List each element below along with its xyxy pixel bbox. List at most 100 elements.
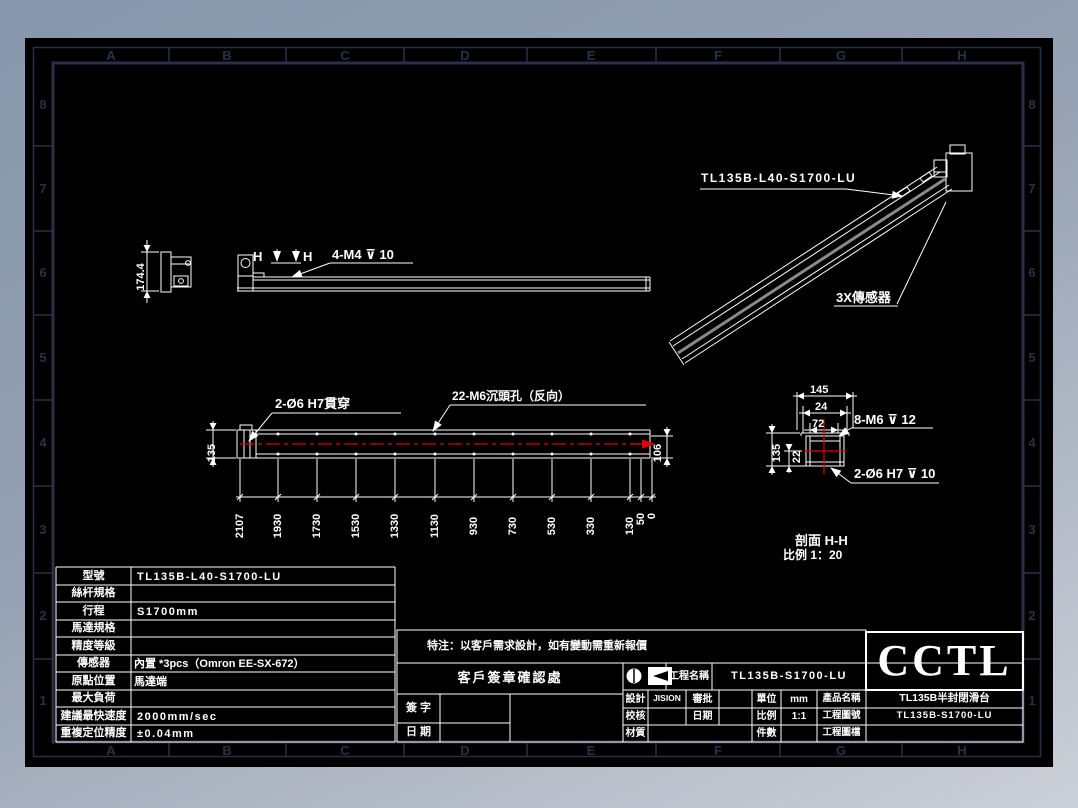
section-dim-145: 145 (810, 384, 829, 396)
section-caption-scale: 比例 1：20 (783, 548, 843, 562)
ruler-col-bottom: F (714, 743, 722, 758)
ruler-row-left: 1 (39, 693, 47, 708)
ruler-col-bottom: H (957, 743, 967, 758)
ruler-row-left: 7 (39, 181, 47, 196)
qty-label: 件數 (756, 728, 777, 739)
spec-value: S1700mm (137, 606, 199, 618)
unit-label: 單位 (756, 693, 777, 705)
approver-label: 審批 (692, 693, 713, 705)
spec-label: 建議最快速度 (60, 709, 127, 722)
spec-label: 精度等級 (71, 639, 116, 652)
unit-value: mm (790, 693, 808, 705)
ruler-col-bottom: E (586, 743, 596, 758)
plan-counterbore-note: 22-M6沉頭孔（反向） (452, 389, 571, 403)
iso-part-label: TL135B-L40-S1700-LU (701, 171, 857, 185)
spec-label: 行程 (82, 604, 105, 617)
ruler-row-left: 2 (39, 608, 47, 623)
ruler-row-right: 8 (1028, 97, 1036, 112)
ruler-col-bottom: G (835, 743, 847, 758)
spec-label: 型號 (82, 569, 105, 582)
side-height-dim: 174.4 (135, 263, 147, 291)
ruler-col-bottom: A (106, 743, 116, 758)
title-area-grid (396, 629, 1024, 743)
chain-dim: 730 (507, 516, 519, 536)
drawing-sheet (25, 38, 1053, 767)
section-marker-h-right: H (303, 249, 313, 264)
section-marker-h-left: H (253, 249, 263, 264)
ruler-col-top: C (340, 48, 350, 63)
chain-dim: 930 (468, 516, 480, 536)
product-name-label: 產品名稱 (822, 692, 861, 704)
ruler-row-left: 4 (39, 435, 47, 450)
chain-dim: 1130 (429, 514, 441, 538)
scale-label: 比例 (756, 711, 777, 722)
ruler-col-top: G (835, 48, 847, 63)
customer-sign-title: 客戶簽章確認處 (457, 670, 563, 686)
plan-right-dim: 106 (652, 443, 664, 463)
ruler-row-right: 1 (1028, 693, 1036, 708)
section-view-crosshair (804, 419, 846, 474)
ruler-row-right: 6 (1028, 265, 1036, 280)
date-label: 日 期 (405, 726, 432, 739)
plan-view (206, 404, 673, 502)
chain-dim: 1730 (311, 513, 323, 539)
section-dim-135: 135 (771, 443, 783, 463)
sign-label: 簽 字 (405, 702, 432, 715)
company-logo-icon (626, 667, 672, 685)
chain-dim: 1930 (272, 513, 284, 539)
ruler-row-left: 3 (39, 522, 47, 537)
end-view-dim-arrows (143, 245, 151, 298)
spec-value: 馬達端 (134, 676, 167, 688)
spec-value: 2000mm/sec (137, 711, 218, 723)
side-view (237, 249, 651, 292)
chain-dim: 1530 (350, 513, 362, 539)
spec-label: 馬達規格 (71, 622, 116, 635)
ruler-col-top: E (586, 48, 596, 63)
iso-view (668, 144, 973, 366)
side-thread-note: 4-M4 ⊽ 10 (332, 247, 394, 262)
drawing-no-label: 工程圖號 (822, 710, 861, 722)
plan-view-holes (209, 423, 671, 465)
section-dim-22: 22 (791, 450, 803, 464)
end-view (141, 240, 192, 303)
ruler-row-right: 3 (1028, 522, 1036, 537)
ruler-col-bottom: D (460, 743, 470, 758)
chain-dim: 1330 (389, 513, 401, 539)
ruler-col-top: F (714, 48, 722, 63)
ruler-col-top: A (106, 48, 116, 63)
ruler-row-right: 4 (1028, 435, 1036, 450)
chain-dim: 530 (546, 516, 558, 536)
spec-value: TL135B-L40-S1700-LU (137, 571, 282, 583)
ruler-col-bottom: B (222, 743, 232, 758)
chain-dim: 0 (646, 512, 658, 520)
section-view-arrows (768, 392, 853, 473)
spec-value: 內置 *3pcs（Omron EE-SX-672） (134, 658, 305, 670)
ruler-row-right: 5 (1028, 350, 1036, 365)
designer-label: 設計 (625, 693, 646, 705)
ruler-col-bottom: C (340, 743, 350, 758)
ruler-col-top: D (460, 48, 470, 63)
section-dim-72: 72 (812, 418, 825, 430)
section-caption-title: 剖面 H-H (795, 533, 848, 548)
ruler-row-left: 8 (39, 97, 47, 112)
spec-value: ±0.04mm (137, 728, 195, 740)
section-dim-24: 24 (815, 401, 828, 413)
spec-label: 原點位置 (71, 674, 116, 687)
section-thread-note: 8-M6 ⊽ 12 (854, 412, 916, 427)
ruler-row-right: 2 (1028, 608, 1036, 623)
material-label: 材質 (625, 728, 646, 739)
product-name-value: TL135B半封閉滑台 (899, 692, 990, 705)
chain-dim: 330 (585, 516, 597, 536)
checker-label: 校核 (625, 711, 646, 722)
company-logo-text: CCTL (877, 635, 1012, 685)
chain-dim: 2107 (234, 513, 246, 539)
project-name-label: 工程名稱 (669, 671, 709, 682)
scale-value: 1:1 (791, 711, 807, 722)
drawing-no-value: TL135B-S1700-LU (896, 710, 993, 722)
drawing-file-label: 工程圖檔 (822, 727, 861, 739)
ruler-row-right: 7 (1028, 181, 1036, 196)
ruler-row-left: 6 (39, 265, 47, 280)
spec-label: 重複定位精度 (60, 727, 127, 740)
